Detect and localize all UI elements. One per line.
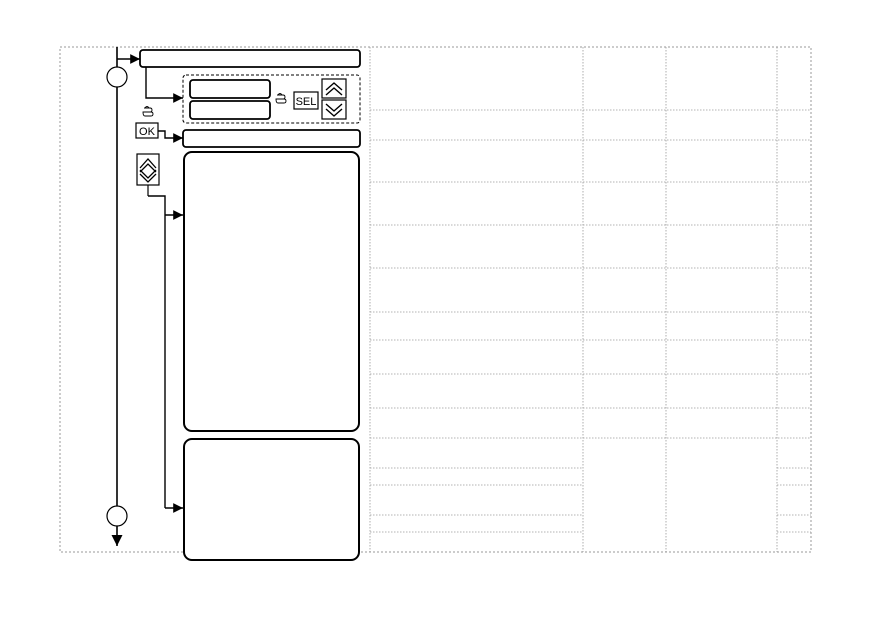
arrow-to-selection-group — [145, 67, 183, 103]
selection-group — [182, 74, 361, 124]
option-box-1 — [189, 79, 271, 99]
large-panel — [183, 151, 360, 432]
sel-key[interactable] — [293, 91, 319, 110]
diagram-frame — [59, 46, 812, 553]
ok-key-label: OK — [139, 126, 156, 138]
arrow-to-middle-bar — [158, 130, 183, 143]
pointing-hand-icon — [275, 93, 287, 104]
option-box-2 — [189, 100, 271, 120]
middle-bar — [182, 129, 361, 148]
table-grid — [369, 47, 811, 552]
top-bar — [139, 49, 361, 68]
up-down-chevrons-icon[interactable] — [136, 153, 160, 186]
pointing-hand-icon — [142, 106, 154, 117]
end-node — [106, 505, 128, 527]
branch-connector — [148, 195, 166, 508]
sel-key-label: SEL — [296, 96, 317, 108]
double-chevron-down-icon[interactable] — [321, 99, 347, 120]
double-chevron-up-icon[interactable] — [321, 78, 347, 99]
bottom-panel — [183, 438, 360, 561]
start-node — [106, 66, 128, 88]
